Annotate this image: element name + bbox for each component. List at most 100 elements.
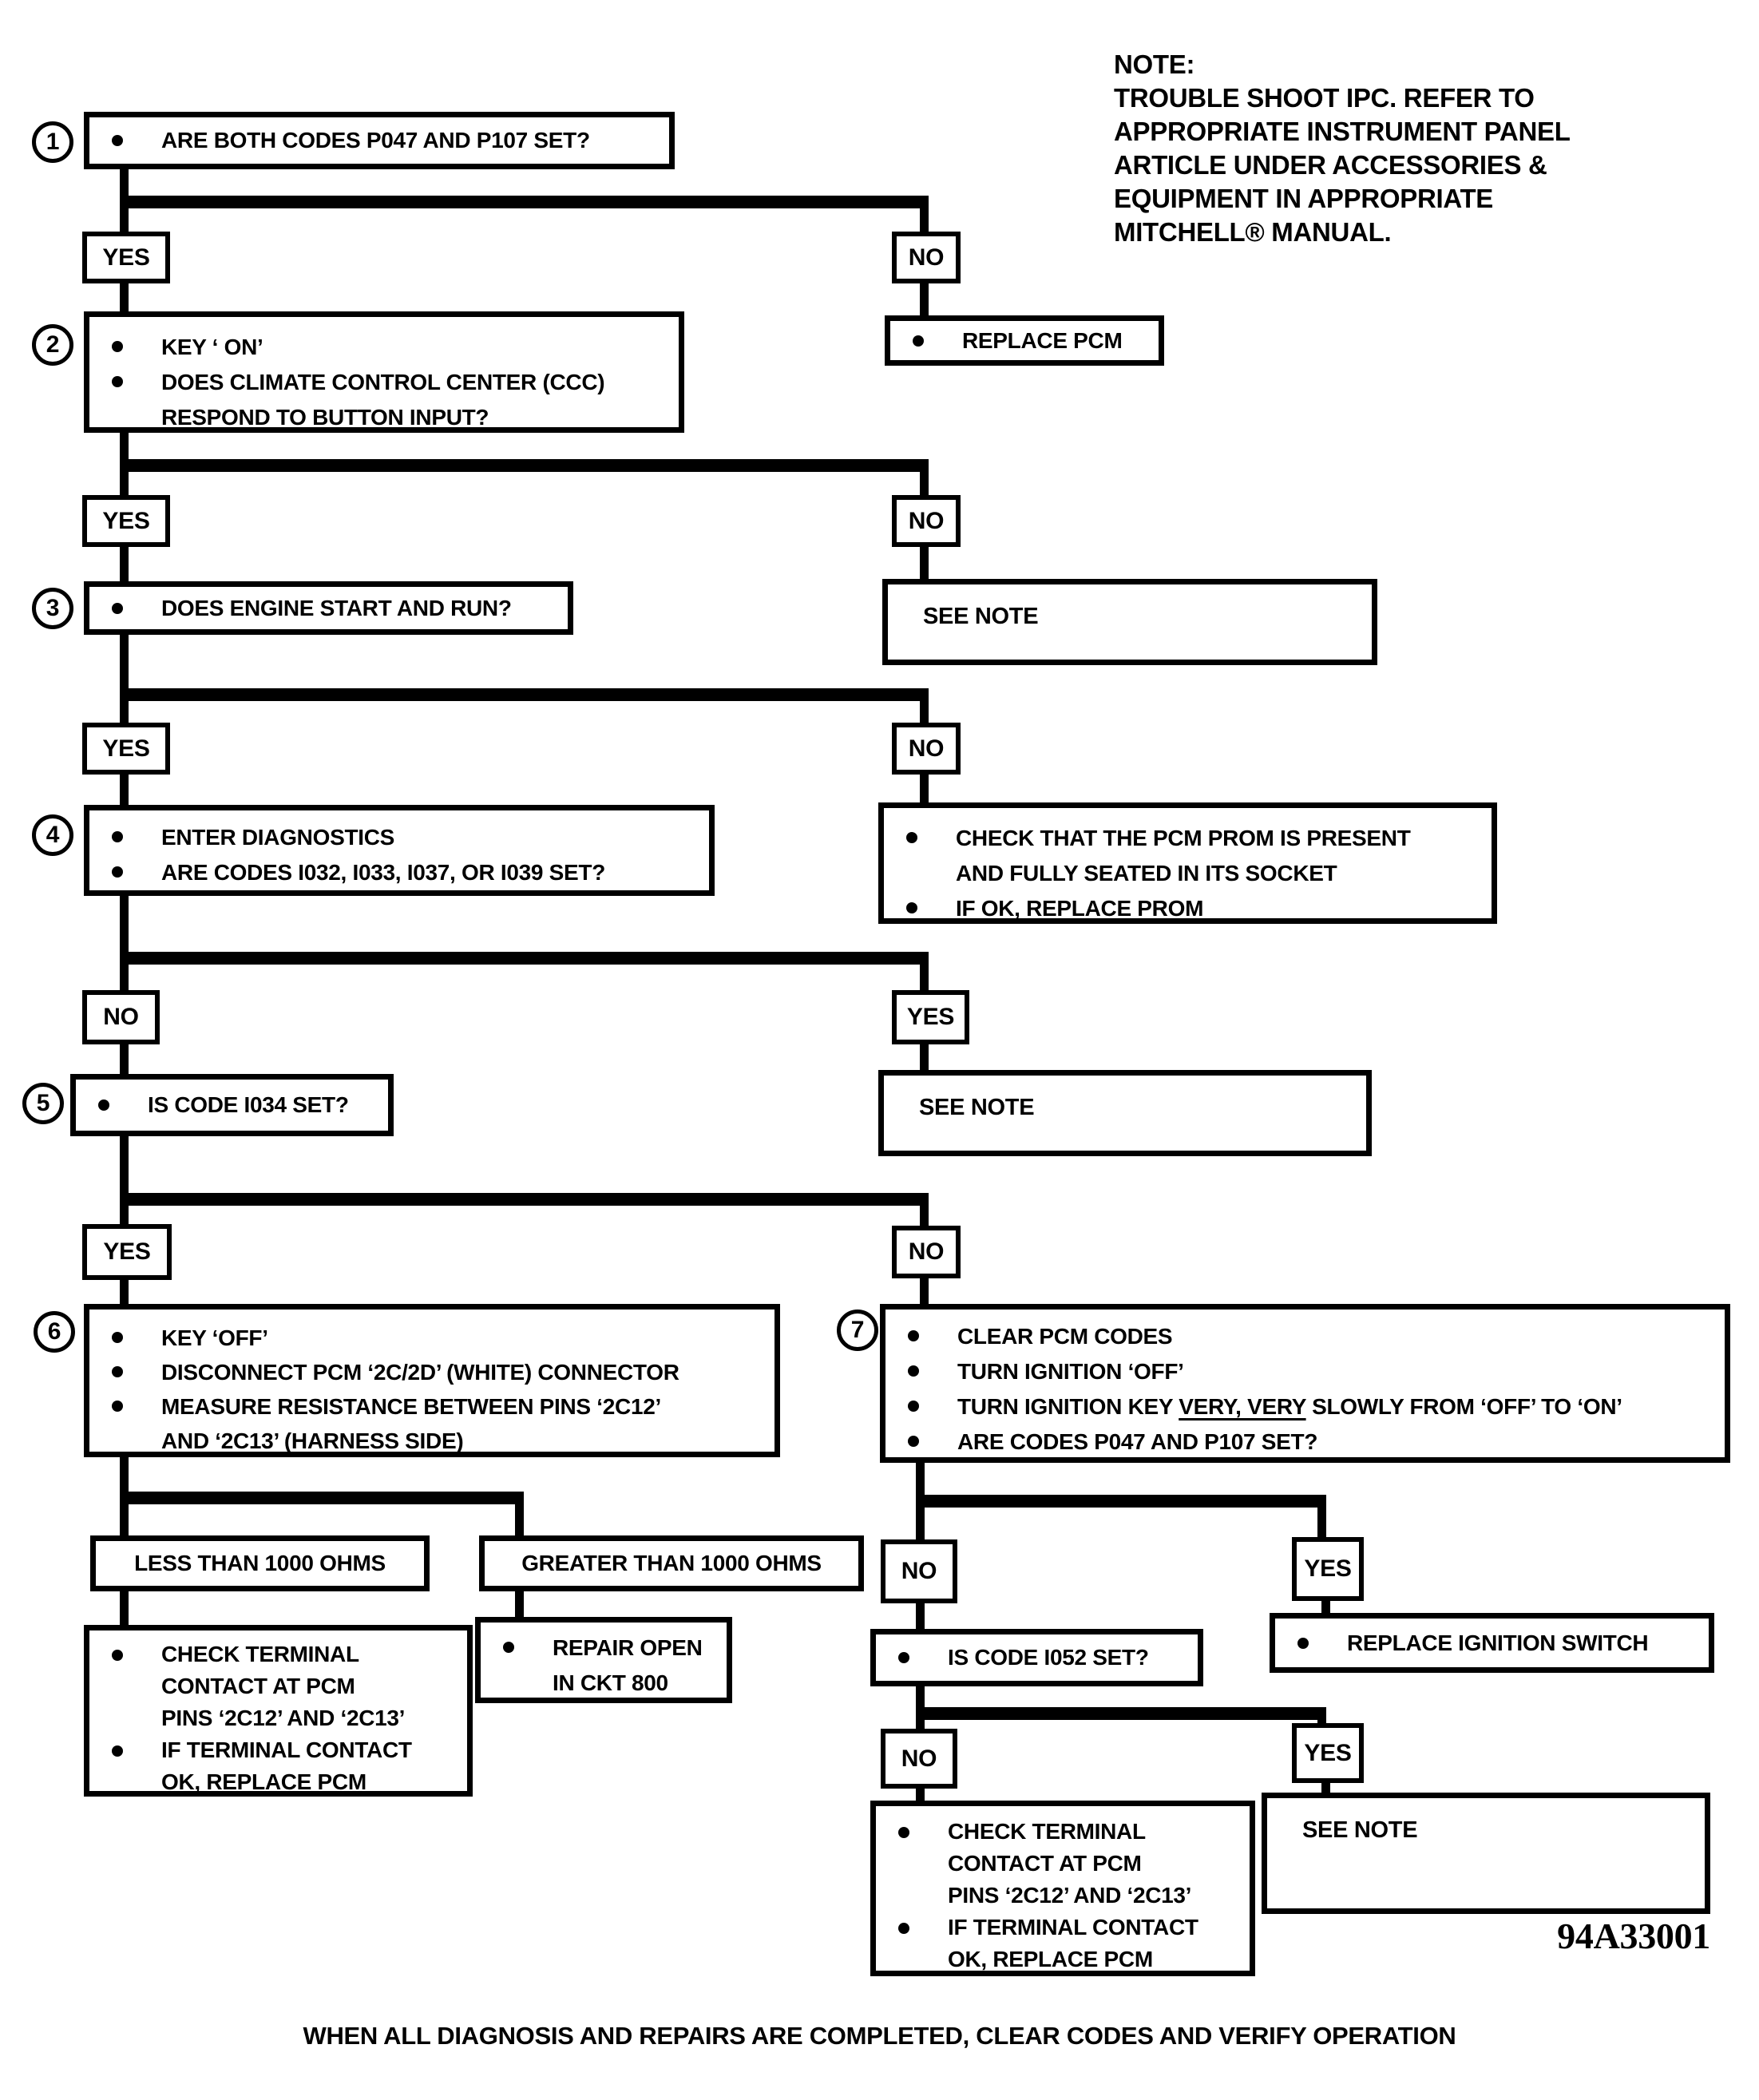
connector-line	[515, 1504, 524, 1535]
connector-line	[920, 1278, 929, 1304]
check-terminal-b2-line: IF TERMINAL CONTACT	[948, 1915, 1198, 1940]
no-branch-3: NO	[892, 723, 961, 775]
footer-instruction: WHEN ALL DIAGNOSIS AND REPAIRS ARE COMPL…	[303, 2022, 1456, 2050]
yes-branch-5: YES	[82, 1224, 172, 1280]
bullet-icon	[112, 1401, 123, 1412]
connector-line	[120, 283, 129, 311]
connector-line	[120, 635, 129, 723]
connector-line	[920, 283, 929, 315]
q6-bullet-1: KEY ‘OFF’	[89, 1321, 775, 1355]
connector-line	[920, 775, 929, 802]
no-branch-4: NO	[82, 990, 160, 1044]
q4-bullet-1: ENTER DIAGNOSTICS	[89, 820, 709, 855]
q2-box: KEY ‘ ON’ DOES CLIMATE CONTROL CENTER (C…	[84, 311, 684, 433]
q6-b1-text: KEY ‘OFF’	[161, 1325, 268, 1350]
q2-bullet-2: DOES CLIMATE CONTROL CENTER (CCC) RESPON…	[89, 365, 679, 435]
check-prom-b1-line: CHECK THAT THE PCM PROM IS PRESENT	[956, 826, 1411, 850]
q7-bullet-1: CLEAR PCM CODES	[885, 1319, 1725, 1354]
check-terminal-b1-line: CONTACT AT PCM	[948, 1851, 1142, 1876]
less-than-1000-ohms-box: LESS THAN 1000 OHMS	[90, 1535, 430, 1591]
q7-b4-text: ARE CODES P047 AND P107 SET?	[957, 1429, 1318, 1454]
note-line: EQUIPMENT IN APPROPRIATE	[1114, 184, 1494, 213]
no-branch-1: NO	[892, 232, 961, 283]
connector-line	[916, 1603, 925, 1629]
repair-open-line: IN CKT 800	[553, 1670, 668, 1695]
step-number-2: 2	[32, 324, 73, 366]
bullet-icon	[112, 1366, 123, 1377]
connector-line	[916, 1495, 1326, 1508]
repair-open-box: REPAIR OPEN IN CKT 800	[475, 1617, 732, 1703]
connector-line	[916, 1789, 925, 1801]
connector-line	[916, 1707, 1326, 1720]
connector-line	[920, 547, 929, 579]
bullet-icon	[898, 1827, 909, 1838]
replace-pcm-box: REPLACE PCM	[885, 315, 1164, 366]
check-terminal-b1-line: CHECK TERMINAL	[161, 1642, 359, 1666]
note-line: APPROPRIATE INSTRUMENT PANEL	[1114, 117, 1571, 146]
q6-b3-line: AND ‘2C13’ (HARNESS SIDE)	[161, 1428, 464, 1453]
note-block: NOTE: TROUBLE SHOOT IPC. REFER TO APPROP…	[1114, 48, 1625, 249]
q3-box: DOES ENGINE START AND RUN?	[84, 581, 573, 635]
q6-b3-line: MEASURE RESISTANCE BETWEEN PINS ‘2C12’	[161, 1394, 661, 1419]
q5-box: IS CODE I034 SET?	[70, 1074, 394, 1136]
q7-b3-pre: TURN IGNITION KEY	[957, 1394, 1179, 1419]
connector-line	[120, 196, 929, 208]
yes-branch-2: YES	[82, 495, 170, 547]
q2-b2-line: RESPOND TO BUTTON INPUT?	[161, 405, 489, 430]
connector-line	[120, 896, 129, 990]
connector-line	[920, 1044, 929, 1070]
connector-line	[120, 1591, 129, 1625]
q7-b2-text: TURN IGNITION ‘OFF’	[957, 1359, 1184, 1384]
check-prom-b1-line: AND FULLY SEATED IN ITS SOCKET	[956, 861, 1337, 886]
bullet-icon	[112, 1650, 123, 1661]
q2-b2-line: DOES CLIMATE CONTROL CENTER (CCC)	[161, 370, 605, 394]
bullet-icon	[898, 1923, 909, 1934]
q7-bullet-2: TURN IGNITION ‘OFF’	[885, 1354, 1725, 1389]
greater-than-1000-ohms-box: GREATER THAN 1000 OHMS	[479, 1535, 864, 1591]
connector-line	[920, 1206, 929, 1226]
note-label: NOTE:	[1114, 50, 1195, 79]
bullet-icon	[906, 832, 917, 843]
bullet-icon	[112, 866, 123, 878]
check-prom-bullet-2: IF OK, REPLACE PROM	[884, 891, 1492, 926]
bullet-icon	[112, 1332, 123, 1343]
check-prom-box: CHECK THAT THE PCM PROM IS PRESENT AND F…	[878, 802, 1497, 924]
q6-bullet-3: MEASURE RESISTANCE BETWEEN PINS ‘2C12’ A…	[89, 1389, 775, 1458]
check-terminal-b1-line: CHECK TERMINAL	[948, 1819, 1146, 1844]
step-number-7: 7	[837, 1310, 878, 1351]
q4-b2-text: ARE CODES I032, I033, I037, OR I039 SET?	[161, 860, 606, 885]
q7-b1-text: CLEAR PCM CODES	[957, 1324, 1173, 1349]
q7-bullet-4: ARE CODES P047 AND P107 SET?	[885, 1424, 1725, 1460]
check-terminal-bullet-1: CHECK TERMINAL CONTACT AT PCM PINS ‘2C12…	[89, 1638, 467, 1734]
no-branch-8: NO	[881, 1729, 957, 1789]
check-terminal-b2-line: IF TERMINAL CONTACT	[161, 1737, 412, 1762]
connector-line	[1321, 1783, 1330, 1793]
q-i052-box: IS CODE I052 SET?	[870, 1629, 1203, 1686]
check-terminal-bullet-2: IF TERMINAL CONTACT OK, REPLACE PCM	[876, 1912, 1250, 1975]
figure-id: 94A33001	[1557, 1916, 1710, 1956]
repair-open-bullet: REPAIR OPEN IN CKT 800	[481, 1630, 727, 1701]
connector-line	[120, 1280, 129, 1304]
bullet-icon	[112, 831, 123, 842]
q6-bullet-2: DISCONNECT PCM ‘2C/2D’ (WHITE) CONNECTOR	[89, 1355, 775, 1389]
q1-box: ARE BOTH CODES P047 AND P107 SET?	[84, 112, 675, 169]
connector-line	[120, 1044, 129, 1074]
connector-line	[120, 547, 129, 581]
connector-line	[120, 1193, 929, 1206]
replace-pcm-text: REPLACE PCM	[962, 327, 1123, 353]
bullet-icon	[112, 341, 123, 352]
connector-line	[1317, 1508, 1326, 1537]
bullet-icon	[908, 1401, 919, 1412]
q7-box: CLEAR PCM CODES TURN IGNITION ‘OFF’ TURN…	[880, 1304, 1730, 1463]
connector-line	[1317, 1718, 1326, 1725]
connector-line	[120, 688, 929, 701]
connector-line	[120, 459, 929, 472]
step-number-3: 3	[32, 588, 73, 629]
bullet-icon	[1297, 1637, 1309, 1649]
check-terminal-b2-line: OK, REPLACE PCM	[948, 1947, 1153, 1971]
check-terminal-b2-line: OK, REPLACE PCM	[161, 1769, 366, 1794]
q6-b2-text: DISCONNECT PCM ‘2C/2D’ (WHITE) CONNECTOR	[161, 1360, 679, 1385]
yes-branch-7: YES	[1292, 1537, 1364, 1601]
connector-line	[920, 472, 929, 495]
